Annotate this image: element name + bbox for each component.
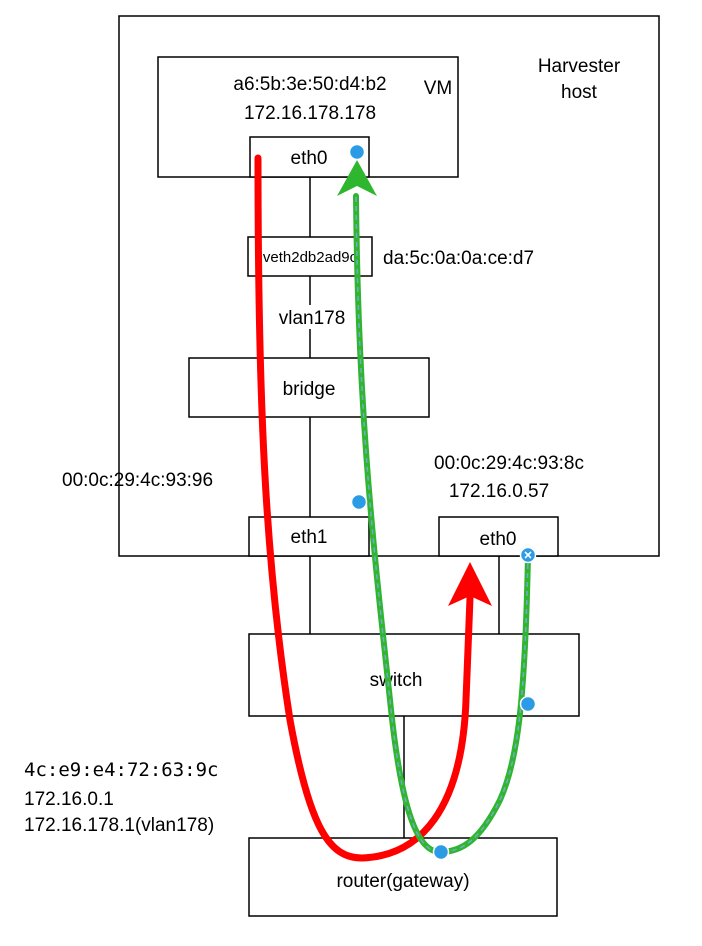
vm-label: VM <box>424 78 453 99</box>
outbound-arrowhead <box>448 562 492 606</box>
host-eth1-mac: 00:0c:29:4c:93:96 <box>62 470 213 491</box>
bridge-box <box>188 357 430 418</box>
harvester-host-box <box>118 15 660 557</box>
bridge-label: bridge <box>283 379 336 400</box>
waypoint-switch[interactable] <box>519 695 537 713</box>
waypoint-vm-eth0[interactable] <box>348 143 366 161</box>
vm-mac: a6:5b:3e:50:d4:b2 <box>233 74 386 95</box>
waypoint-host-eth0-x-icon <box>524 551 532 559</box>
vm-ip: 172.16.178.178 <box>244 103 376 124</box>
veth-label: veth2db2ad9c <box>263 249 358 266</box>
veth-box <box>247 236 373 277</box>
switch-label: switch <box>370 670 423 691</box>
router-ip: 172.16.0.1 <box>24 789 114 810</box>
host-eth0-ip: 172.16.0.57 <box>449 481 549 502</box>
host-eth0-label: eth0 <box>480 529 517 550</box>
router-mac: 4c:e9:e4:72:63:9c <box>24 759 218 781</box>
host-eth0-box <box>438 516 559 557</box>
vm-eth0-label: eth0 <box>291 148 328 169</box>
router-vlan-ip: 172.16.178.1(vlan178) <box>24 815 214 836</box>
host-label-line2: host <box>561 82 598 103</box>
return-arrowhead <box>337 160 377 196</box>
router-label: router(gateway) <box>336 871 469 892</box>
return-path-dash <box>355 195 529 853</box>
host-label-line1: Harvester <box>538 56 621 77</box>
host-eth0-mac: 00:0c:29:4c:93:8c <box>434 453 584 474</box>
host-eth1-label: eth1 <box>291 527 328 548</box>
waypoint-router[interactable] <box>432 843 450 861</box>
veth-mac: da:5c:0a:0a:ce:d7 <box>383 248 534 269</box>
vlan-label: vlan178 <box>279 308 346 329</box>
waypoint-eth1[interactable] <box>350 493 368 511</box>
vlan-label-bg <box>272 305 352 329</box>
outbound-path <box>254 154 474 862</box>
